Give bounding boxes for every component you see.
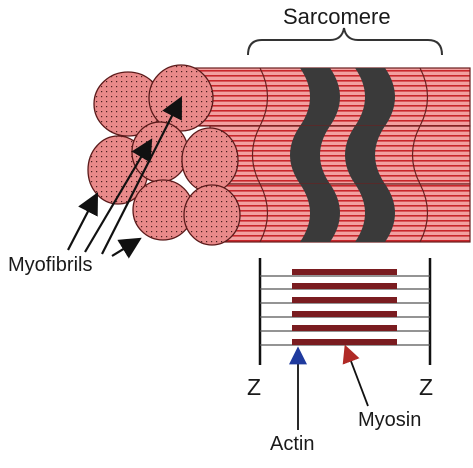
myofibrils-label: Myofibrils <box>8 254 92 277</box>
actin-label: Actin <box>270 433 314 456</box>
z-label-right: Z <box>419 374 433 401</box>
sarcomere-label: Sarcomere <box>283 4 391 30</box>
myofibril-row-bottom <box>220 184 470 242</box>
myosin-label: Myosin <box>358 409 421 432</box>
myofibril-row-top <box>175 68 470 126</box>
myofibril-row-middle <box>210 126 470 184</box>
myosin-filaments <box>292 269 397 345</box>
z-label-left: Z <box>247 374 261 401</box>
myosin-arrow <box>346 348 368 406</box>
sarcomere-bracket <box>248 28 442 55</box>
sarcomere-schematic <box>260 258 430 365</box>
